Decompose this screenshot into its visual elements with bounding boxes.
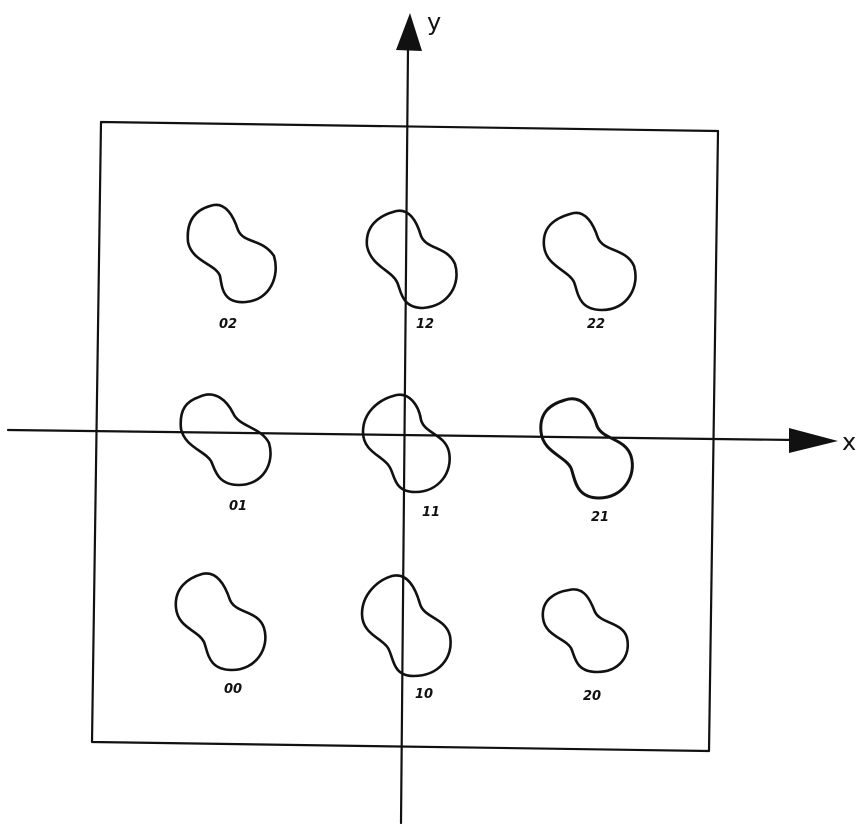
motif-outline [174, 572, 267, 672]
motif-label: 20 [583, 689, 601, 704]
motif-outline [539, 397, 634, 500]
motif-10: 10 [360, 574, 452, 702]
motif-02: 02 [186, 203, 277, 332]
motif-label: 10 [415, 687, 433, 702]
motif-label: 11 [422, 505, 440, 520]
y-axis-arrowhead [396, 13, 422, 51]
motif-outline [360, 574, 452, 678]
motif-01: 01 [179, 393, 272, 514]
x-axis-label: x [842, 428, 856, 456]
x-axis [6, 428, 797, 442]
motif-12: 12 [365, 209, 458, 332]
x-axis-arrowhead [789, 428, 838, 453]
y-axis [399, 46, 410, 825]
unit-cell-border [90, 120, 720, 753]
motif-label: 22 [587, 317, 605, 332]
y-axis-label: y [427, 8, 441, 36]
motif-22: 22 [542, 211, 637, 332]
motif-outline [179, 393, 272, 487]
motif-outline [186, 203, 277, 304]
motif-11: 11 [361, 393, 451, 520]
motif-label: 00 [224, 682, 242, 697]
motif-20: 20 [541, 588, 630, 704]
motif-label: 01 [229, 499, 247, 514]
motif-21: 21 [539, 397, 634, 525]
motif-outline [361, 393, 451, 494]
motif-outline [542, 211, 637, 312]
motif-outline [541, 588, 630, 674]
motif-label: 02 [219, 317, 237, 332]
motif-label: 12 [416, 317, 434, 332]
motif-label: 21 [591, 510, 609, 525]
motif-00: 00 [174, 572, 267, 697]
motif-outline [365, 209, 458, 310]
